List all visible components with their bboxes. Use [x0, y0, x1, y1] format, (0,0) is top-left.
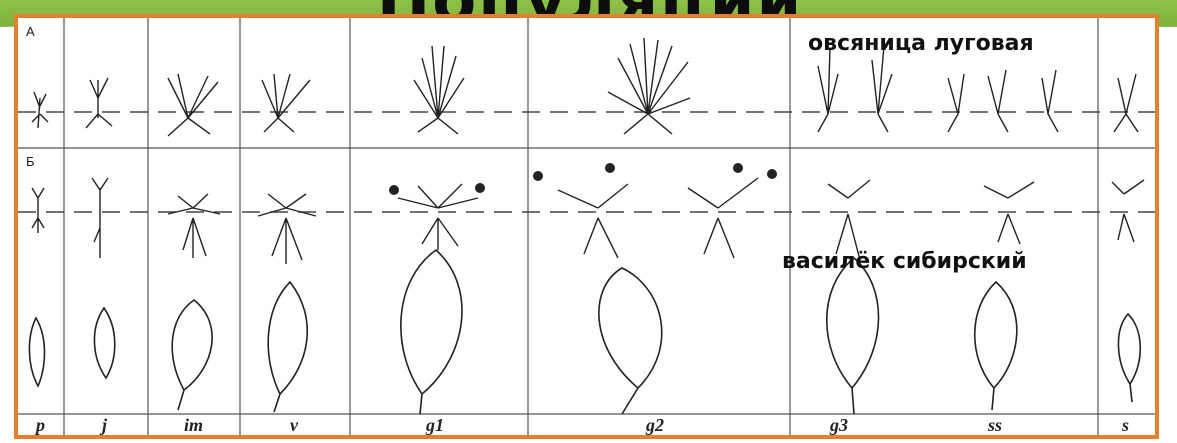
row-a-label: А [26, 24, 35, 39]
column-dividers [64, 18, 1098, 435]
stage-label: im [184, 415, 203, 435]
row-b-label: Б [26, 154, 35, 169]
caption-centaurea: василёк сибирский [782, 249, 1027, 274]
stage-label: j [99, 415, 108, 435]
stage-label: p [34, 415, 45, 435]
stage-label: g1 [425, 415, 444, 435]
flower-heads [389, 163, 777, 195]
stage-label: g2 [645, 415, 664, 435]
caption-festuca: овсяница луговая [808, 31, 1034, 56]
stage-label: v [290, 415, 299, 435]
leaf-row [29, 250, 1140, 414]
stage-labels: p j im v g1 g2 g3 ss s [34, 415, 1129, 435]
ontogenesis-figure: А Б овсяница луговая василёк сибирский p… [14, 14, 1159, 439]
figure-drawing: А Б овсяница луговая василёк сибирский p… [18, 18, 1155, 435]
stage-label: s [1121, 415, 1129, 435]
stage-label: g3 [829, 415, 848, 435]
soil-lines [18, 112, 1155, 212]
stage-label: ss [987, 415, 1002, 435]
